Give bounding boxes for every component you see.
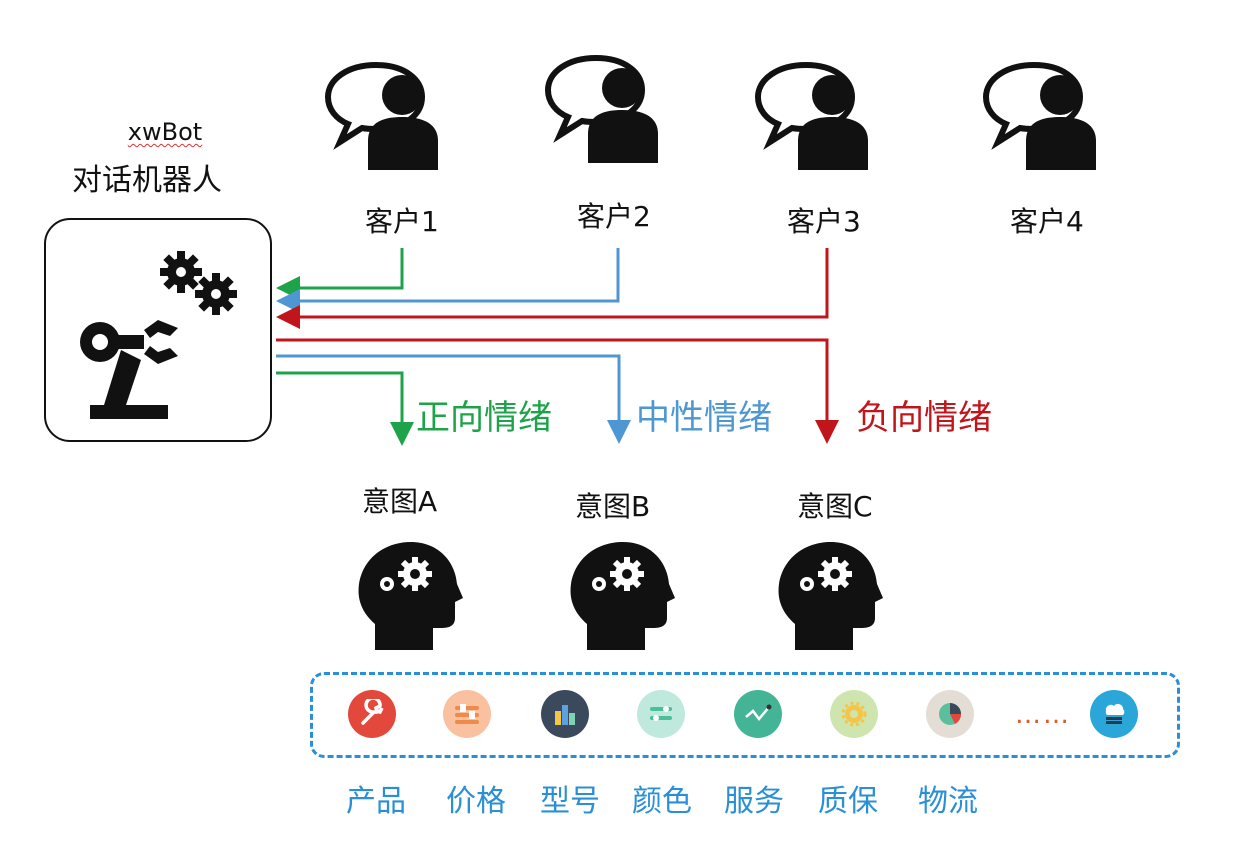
customer-chat-person-icon xyxy=(754,61,868,170)
arrow-customer1-to-robot xyxy=(276,248,404,300)
robot-subtitle: 对话机器人 xyxy=(72,163,222,198)
wrench-icon xyxy=(348,690,396,738)
emotion-label-neutral: 中性情绪 xyxy=(636,398,772,438)
category-label: 颜色 xyxy=(632,784,692,819)
cloud-server-icon xyxy=(1090,690,1138,738)
category-box xyxy=(310,672,1180,758)
robot-name: xwBot xyxy=(127,118,203,146)
bar-chart-icon xyxy=(541,690,589,738)
gear-icon xyxy=(195,273,237,315)
line-chart-icon xyxy=(734,690,782,738)
customer-label: 客户2 xyxy=(577,200,651,233)
category-label: 质保 xyxy=(818,784,878,819)
head-gears-icon xyxy=(778,542,883,650)
arrow-robot-to-intentA xyxy=(276,371,414,446)
robot-box xyxy=(44,218,272,442)
emotion-label-negative: 负向情绪 xyxy=(856,398,992,438)
gear-icon xyxy=(160,251,202,293)
category-label: 型号 xyxy=(540,784,600,819)
arrow-customer2-to-robot xyxy=(276,248,620,313)
intent-label: 意图B xyxy=(575,490,651,523)
intent-label: 意图A xyxy=(362,485,438,518)
emotion-label-positive: 正向情绪 xyxy=(416,398,552,438)
category-label: 产品 xyxy=(346,784,406,819)
pie-chart-icon xyxy=(926,690,974,738)
head-gears-icon xyxy=(570,542,675,650)
customer-chat-person-icon xyxy=(982,61,1096,170)
category-label: 价格 xyxy=(446,784,506,819)
category-label: 服务 xyxy=(724,784,784,819)
customer-label: 客户3 xyxy=(787,205,861,238)
arrow-robot-to-intentC xyxy=(276,338,839,444)
intent-label: 意图C xyxy=(797,490,873,523)
toggle-icon xyxy=(637,690,685,738)
sliders-icon xyxy=(443,690,491,738)
gear-icon xyxy=(830,690,878,738)
arrow-robot-to-intentB xyxy=(276,354,631,444)
customer-chat-person-icon xyxy=(544,54,658,163)
category-label: 物流 xyxy=(918,784,978,819)
customer-chat-person-icon xyxy=(324,61,438,170)
customer-label: 客户1 xyxy=(365,205,439,238)
more-ellipsis: …… xyxy=(1015,700,1071,730)
customer-label: 客户4 xyxy=(1010,205,1084,238)
robot-arm-icon xyxy=(80,251,237,419)
arrow-customer3-to-robot xyxy=(276,248,829,329)
head-gears-icon xyxy=(358,542,463,650)
